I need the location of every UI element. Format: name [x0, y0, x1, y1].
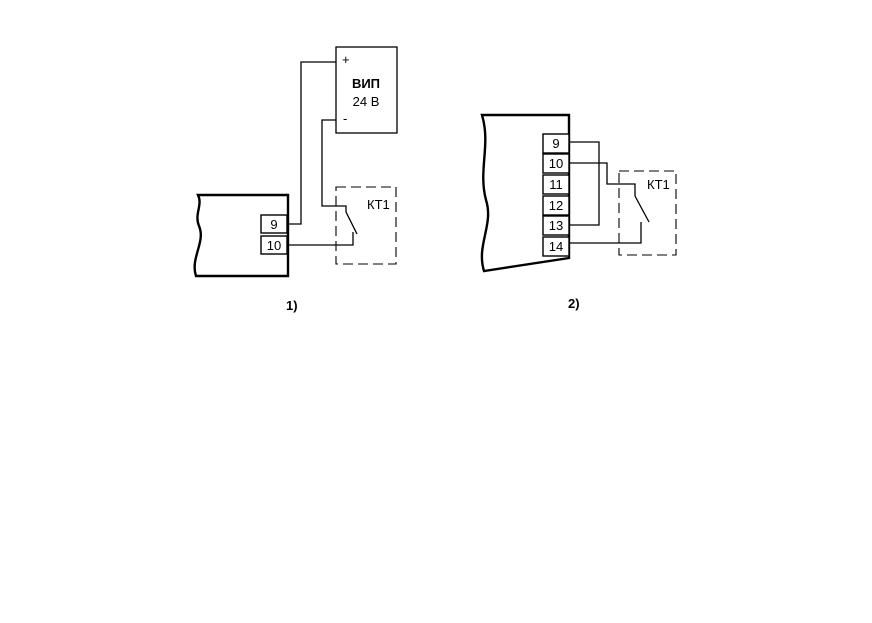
- terminal-10-label: 10: [549, 156, 563, 171]
- switch-contact-1: [345, 211, 358, 235]
- switch-label-1: КТ1: [367, 197, 390, 212]
- power-supply-box: [335, 46, 398, 134]
- caption-2: 2): [568, 296, 580, 311]
- terminal-12: [542, 195, 570, 216]
- terminal-10-label: 10: [267, 238, 281, 253]
- wire-terminal-9-to-13: [569, 141, 600, 226]
- caption-1: 1): [286, 298, 298, 313]
- terminal-13-label: 13: [549, 218, 563, 233]
- switch-dashed-box-1: [335, 186, 397, 265]
- terminal-14: [542, 236, 570, 257]
- terminal-9-label: 9: [270, 217, 277, 232]
- terminal-11-label: 11: [549, 177, 563, 192]
- wire-terminal-10-to-switch: [569, 162, 636, 196]
- diagram-2: 9 10 11 12 13 14 КТ1 2): [480, 113, 677, 311]
- wire-plus-to-terminal-9: [287, 61, 336, 225]
- terminal-14-label: 14: [549, 239, 563, 254]
- diagram-1: 9 10 + ВИП 24 В - КТ1 1): [193, 46, 398, 313]
- terminal-block-1: 9 10: [260, 214, 288, 255]
- wire-switch-to-terminal-10: [287, 232, 354, 246]
- terminal-12-label: 12: [549, 198, 563, 213]
- power-supply: + ВИП 24 В -: [335, 46, 398, 134]
- switch-contact-2: [634, 195, 650, 223]
- terminal-9-label: 9: [552, 136, 559, 151]
- wire-switch-to-terminal-14: [569, 222, 642, 244]
- power-supply-voltage: 24 В: [353, 94, 380, 109]
- minus-terminal-label: -: [343, 111, 347, 126]
- power-supply-name: ВИП: [352, 76, 380, 91]
- switch-label-2: КТ1: [647, 177, 670, 192]
- device-body-1: [193, 193, 290, 278]
- terminal-11: [542, 174, 570, 195]
- switch-dashed-box-2: [618, 170, 677, 256]
- terminal-block-2: 9 10 11 12 13 14: [542, 133, 570, 257]
- terminal-9: [542, 133, 570, 154]
- device-body-2: [480, 113, 571, 273]
- plus-terminal-label: +: [342, 52, 350, 67]
- wire-minus-to-switch: [321, 119, 347, 212]
